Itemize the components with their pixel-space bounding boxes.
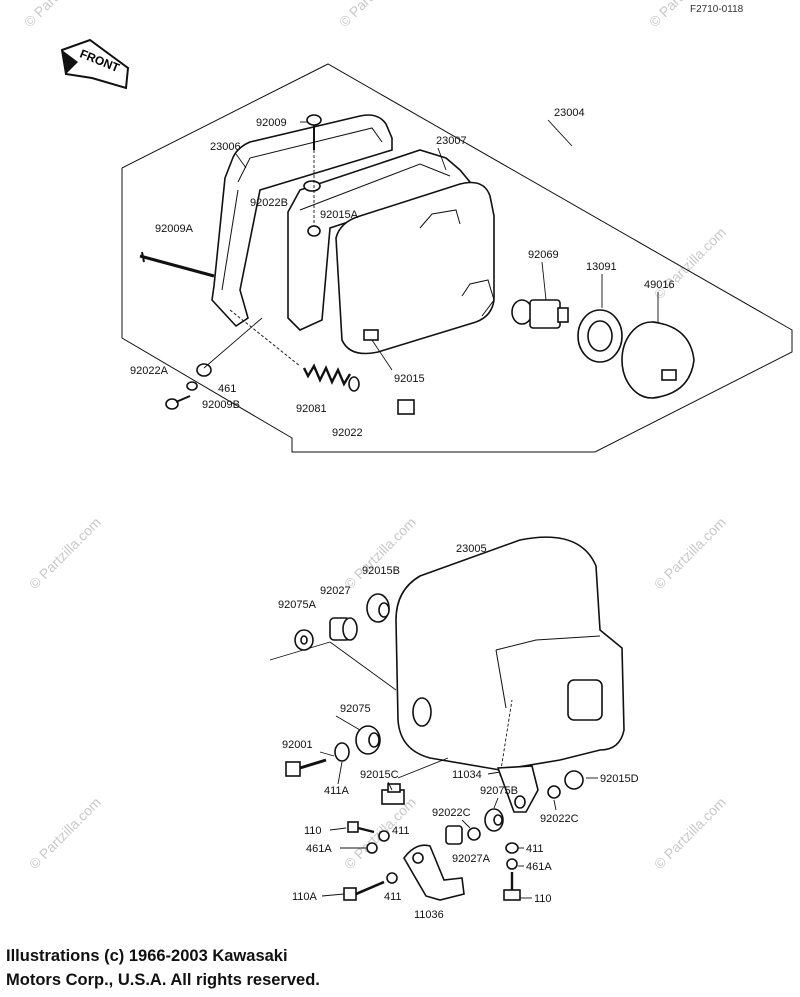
nut-92015a — [307, 225, 321, 237]
collar-92027 — [329, 617, 358, 641]
screw-92009b — [165, 395, 191, 410]
callout: 92022B — [250, 197, 288, 209]
callout: 461A — [526, 861, 552, 873]
callout: 23006 — [210, 141, 241, 153]
bulb-92069 — [511, 299, 569, 329]
callout: 92081 — [296, 403, 327, 415]
callout: 92009 — [256, 117, 287, 129]
washer-92022c — [547, 785, 561, 799]
callout: 92022A — [130, 365, 169, 377]
callout: 92075A — [278, 599, 317, 611]
collar-92027a — [445, 825, 463, 845]
callout: 92009A — [155, 223, 194, 235]
callout: 92015D — [600, 773, 639, 785]
callout: 23007 — [436, 135, 467, 147]
watermark: © Partzilla.com — [336, 0, 414, 30]
copyright-notice: Illustrations (c) 1966-2003 Kawasaki Mot… — [6, 944, 320, 992]
watermark: © Partzilla.com — [21, 0, 99, 30]
bushing-92015b — [366, 593, 390, 623]
callout: 13091 — [586, 261, 617, 273]
front-arrow-icon: FRONT — [60, 38, 130, 90]
washer-92022c — [467, 827, 481, 841]
callout: 110A — [292, 891, 318, 903]
washer-411a — [334, 742, 350, 762]
callout: 92001 — [282, 739, 313, 751]
callout: 92015A — [320, 209, 359, 221]
watermark: © Partzilla.com — [651, 514, 729, 592]
screw-92009 — [306, 114, 322, 150]
washer-92075a — [294, 629, 314, 651]
callout: 461A — [306, 843, 332, 855]
washer-411 — [505, 842, 519, 854]
callout: 461 — [218, 383, 236, 395]
callout: 23004 — [554, 107, 585, 119]
callout: 92027A — [452, 853, 491, 865]
headlight-rim — [211, 114, 393, 328]
callout: 92022C — [432, 807, 471, 819]
bushing-92075b — [484, 808, 504, 832]
callout: 92015 — [394, 373, 425, 385]
callout: 92075 — [340, 703, 371, 715]
callout: 110 — [304, 825, 322, 837]
callout: 92009B — [202, 399, 240, 411]
nut-92015 — [397, 399, 415, 415]
bolt-110 — [347, 821, 375, 834]
washer-92022a — [196, 363, 212, 377]
washer-411 — [378, 830, 390, 842]
lockwasher-461a — [366, 842, 378, 854]
callout: 92022 — [332, 427, 363, 439]
headlight-housing — [395, 536, 625, 771]
cover-49016 — [621, 321, 695, 399]
screw-92009a — [139, 251, 215, 278]
reference-code: F2710-0118 — [690, 4, 744, 15]
washer-92022 — [348, 376, 360, 392]
assembly-outline-23004 — [121, 63, 793, 453]
spring-92081 — [302, 363, 352, 387]
copyright-line: Illustrations (c) 1966-2003 Kawasaki — [6, 947, 288, 965]
socket-13091 — [577, 309, 623, 363]
washer-411 — [386, 872, 398, 884]
callout: 411 — [384, 891, 402, 903]
bushing-92075 — [355, 725, 381, 755]
callout: 11036 — [414, 909, 444, 921]
lockwasher-461 — [186, 381, 198, 391]
copyright-line: Motors Corp., U.S.A. All rights reserved… — [6, 971, 320, 989]
watermark: © Partzilla.com — [26, 514, 104, 592]
callout: 11034 — [452, 769, 482, 781]
callout: 110 — [534, 893, 552, 905]
bracket-11034 — [496, 765, 539, 813]
nut-92015d — [564, 770, 584, 790]
headlight-unit — [335, 181, 495, 355]
nut-92015c — [381, 783, 405, 805]
callout: 49016 — [644, 279, 675, 291]
watermark: © Partzilla.com — [341, 514, 419, 592]
callout: 92075B — [480, 785, 518, 797]
bolt-110-right — [503, 872, 521, 901]
watermark: © Partzilla.com — [26, 794, 104, 872]
bracket-11036 — [403, 844, 465, 901]
callout: 92022C — [540, 813, 579, 825]
callout: 23005 — [456, 543, 487, 555]
callout: 92015C — [360, 769, 399, 781]
callout: 92069 — [528, 249, 559, 261]
bolt-110a — [343, 880, 385, 901]
callout: 411A — [324, 785, 350, 797]
callout: 411 — [526, 843, 544, 855]
callout: 411 — [392, 825, 410, 837]
callout: 92015B — [362, 565, 400, 577]
callout: 92027 — [320, 585, 351, 597]
watermark: © Partzilla.com — [651, 794, 729, 872]
lockwasher-461a — [506, 858, 518, 870]
washer-92022b — [303, 180, 321, 192]
bolt-92001 — [285, 758, 327, 777]
